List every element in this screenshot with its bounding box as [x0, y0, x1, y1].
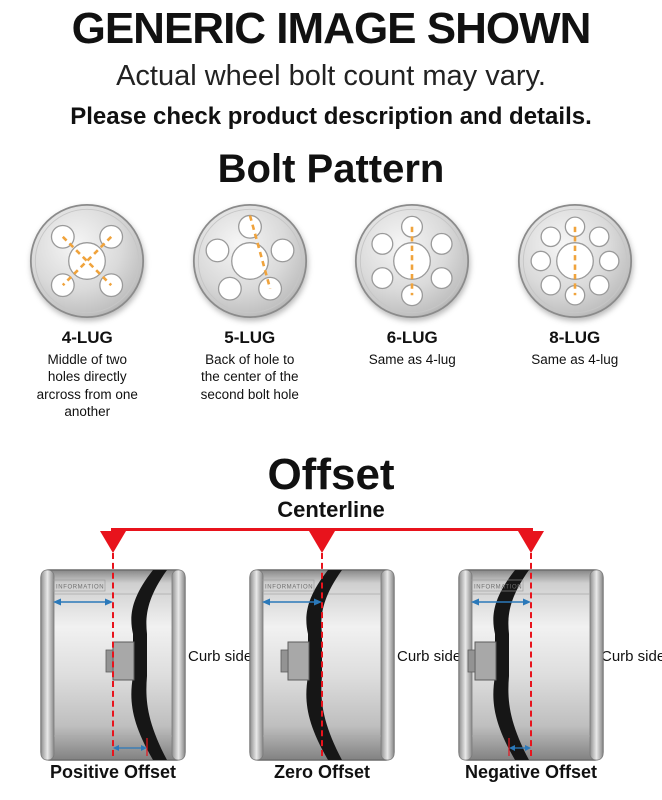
bolt-pattern-row: 4-LUG Middle of two holes directly arcro… — [6, 202, 656, 420]
curb-side-label: Curb side — [601, 648, 662, 665]
lug-hole — [430, 232, 453, 255]
lug-hole — [401, 215, 424, 238]
lug-hole — [371, 232, 394, 255]
disclaimer-note: Please check product description and det… — [70, 103, 592, 130]
curb-side-label: Curb side — [397, 648, 462, 665]
offset-type-label: Zero Offset — [273, 762, 370, 782]
wheel-hub — [474, 641, 497, 681]
lug-hole — [564, 216, 586, 238]
lug-description: Same as 4-lug — [368, 352, 456, 367]
outboard-lip — [171, 569, 186, 761]
lug-hole — [205, 238, 230, 263]
lug-hole — [237, 214, 262, 239]
wheel-6-lug-diagram — [353, 202, 471, 320]
centerline-line — [111, 528, 533, 531]
curb-side-label: Curb side — [188, 648, 253, 665]
centerline-dashed-line — [112, 553, 114, 756]
wheel-hub — [112, 641, 135, 681]
lug-hole — [588, 226, 610, 248]
outboard-lip — [589, 569, 604, 761]
page-title: GENERIC IMAGE SHOWN — [71, 4, 592, 53]
wheel-5-lug-diagram — [191, 202, 309, 320]
centerline-marker-icon — [518, 531, 544, 553]
lug-hole — [588, 274, 610, 296]
wheel-face — [131, 570, 167, 760]
bolt-pattern-title: Bolt Pattern — [217, 147, 445, 191]
center-bore — [393, 242, 432, 280]
wheel-face — [306, 570, 342, 760]
centerline-label: Centerline — [277, 497, 385, 522]
centerline-marker-icon — [100, 531, 126, 553]
inboard-lip — [40, 569, 55, 761]
subtitle: Actual wheel bolt count may vary. — [116, 60, 546, 92]
lug-description: Back of hole to the center of the second… — [200, 352, 299, 402]
measurement-dash-line — [62, 235, 113, 287]
lug-hole — [270, 238, 295, 263]
centerline-dashed-line — [321, 553, 323, 756]
rim-watermark-text: INFORMATION — [265, 585, 313, 591]
lug-hole — [540, 274, 561, 296]
rim-watermark-text: INFORMATION — [56, 585, 104, 591]
offset-type-label: Positive Offset — [49, 762, 177, 782]
lug-hole — [540, 226, 561, 248]
offset-title: Offset — [267, 450, 395, 499]
center-bore — [230, 242, 269, 280]
bolt-pattern-item-8lug: 8-LUG Same as 4-lug — [494, 202, 657, 420]
lug-hole — [257, 276, 282, 301]
lug-hole — [530, 250, 551, 272]
center-bore — [555, 242, 594, 280]
lug-hole — [598, 250, 620, 272]
wheel-8-lug-diagram — [516, 202, 634, 320]
outboard-lip — [380, 569, 395, 761]
bolt-pattern-item-5lug: 5-LUG Back of hole to the center of the … — [169, 202, 332, 420]
offset-type-label: Negative Offset — [464, 762, 598, 782]
centerline-dashed-line — [530, 553, 532, 756]
lug-hole — [217, 276, 242, 301]
measurement-dash-line — [62, 235, 113, 287]
wheel-face — [493, 570, 529, 760]
rim-watermark-text: INFORMATION — [474, 585, 522, 591]
lug-count-label: 6-LUG — [386, 328, 438, 347]
lug-count-label: 5-LUG — [224, 328, 276, 347]
centerline-marker-icon — [309, 531, 335, 553]
bolt-pattern-item-6lug: 6-LUG Same as 4-lug — [331, 202, 494, 420]
bolt-pattern-item-4lug: 4-LUG Middle of two holes directly arcro… — [6, 202, 169, 420]
lug-hole — [430, 267, 453, 290]
lug-count-label: 8-LUG — [549, 328, 601, 347]
lug-description: Middle of two holes directly arcross fro… — [36, 352, 138, 419]
inboard-lip — [249, 569, 264, 761]
wheel-hub — [287, 641, 310, 681]
measurement-dash-line — [248, 215, 272, 290]
lug-hole — [371, 267, 394, 290]
wheel-4-lug-diagram — [28, 202, 146, 320]
lug-count-label: 4-LUG — [61, 328, 113, 347]
lug-description: Same as 4-lug — [531, 352, 619, 367]
